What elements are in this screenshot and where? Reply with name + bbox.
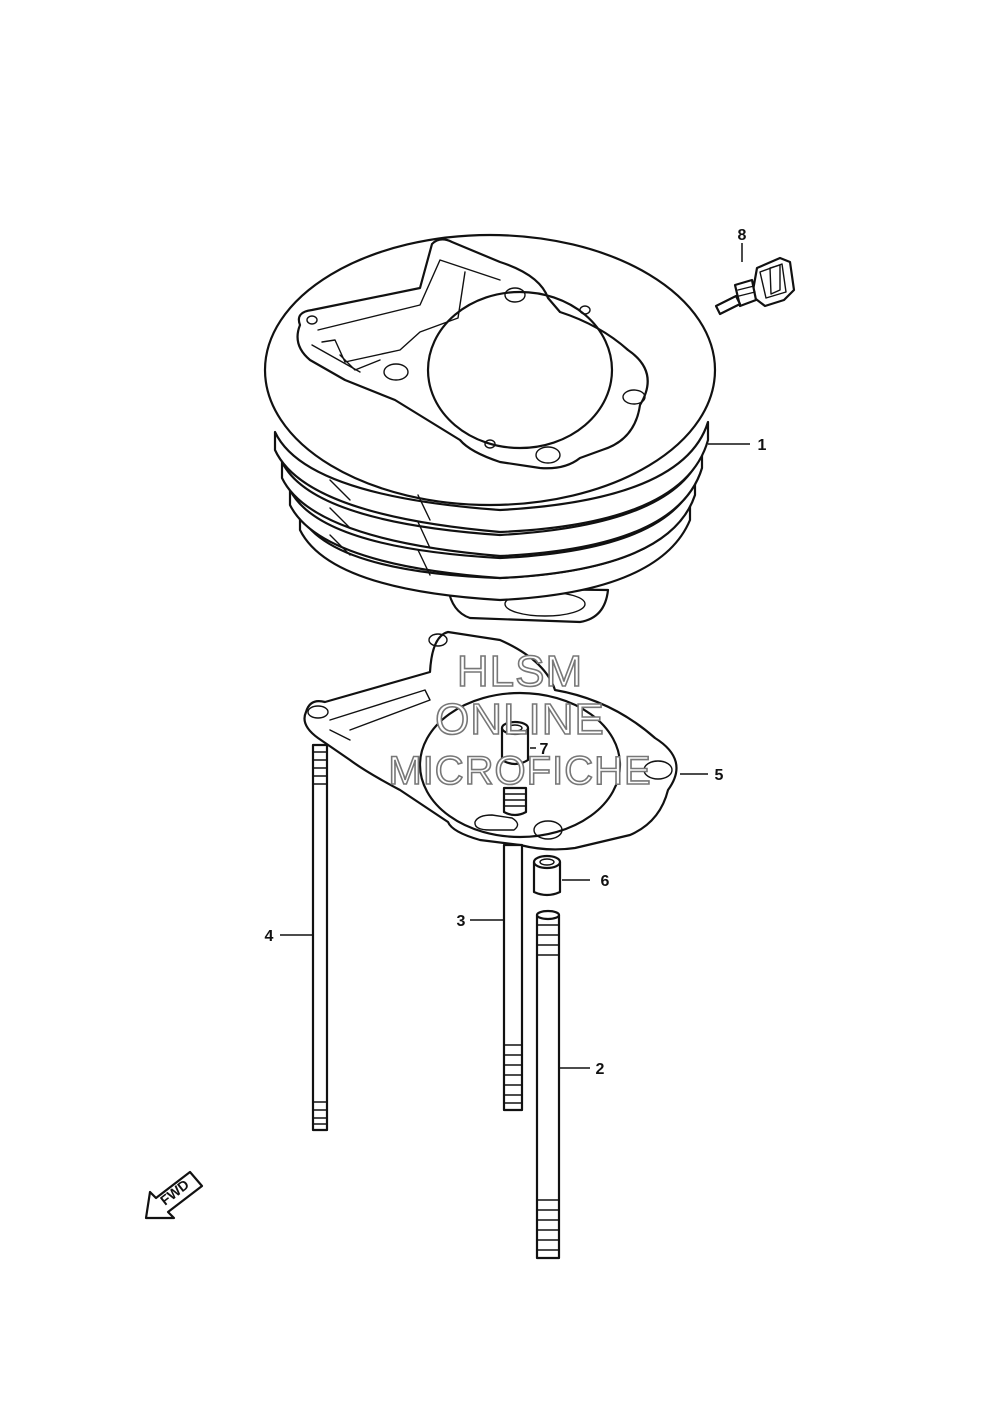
callout-4: 4 — [265, 928, 274, 945]
watermark-line-2: ONLINE — [435, 695, 605, 744]
part-3-stud-bolt[interactable] — [470, 843, 524, 1112]
callout-3: 3 — [457, 913, 466, 930]
part-8-temperature-sensor[interactable] — [714, 243, 796, 316]
callout-1: 1 — [758, 437, 767, 454]
watermark-line-1: HLSM — [457, 647, 583, 696]
watermark-line-3: MICROFICHE — [388, 749, 651, 793]
fwd-direction-arrow: FWD — [144, 1170, 204, 1220]
callout-8: 8 — [738, 227, 747, 244]
callout-6: 6 — [601, 873, 610, 890]
part-6-dowel-pin[interactable] — [532, 854, 590, 897]
callout-2: 2 — [596, 1061, 605, 1078]
watermark: HLSM ONLINE MICROFICHE — [388, 646, 652, 794]
part-5-base-gasket[interactable] — [303, 630, 678, 851]
callout-7: 7 — [540, 741, 549, 758]
part-7-dowel-pin[interactable] — [500, 720, 536, 817]
part-2-stud-bolt[interactable] — [535, 909, 590, 1260]
callout-5: 5 — [715, 767, 724, 784]
part-1-cylinder[interactable] — [263, 233, 717, 624]
part-4-stud-bolt[interactable] — [280, 743, 329, 1132]
